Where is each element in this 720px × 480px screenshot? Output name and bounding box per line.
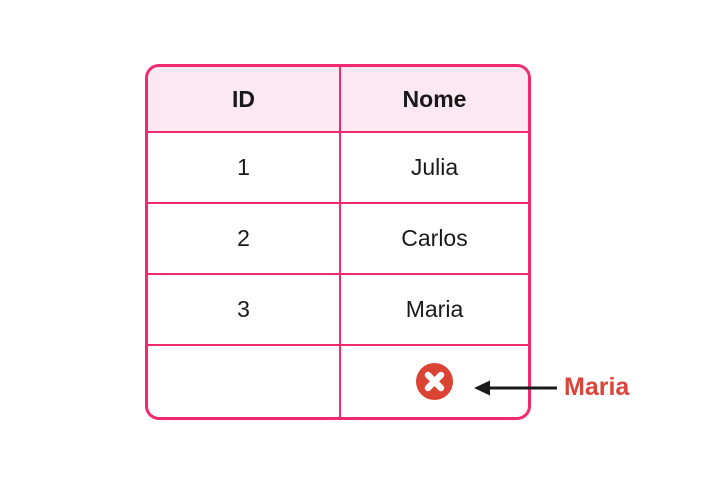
column-header-id: ID (148, 67, 341, 133)
cell-row4-nome (341, 346, 528, 417)
cell-row4-id (148, 346, 341, 417)
cell-row2-nome: Carlos (341, 204, 528, 275)
cell-row3-nome: Maria (341, 275, 528, 346)
cell-row1-nome: Julia (341, 133, 528, 204)
data-table: ID Nome 1 Julia 2 Carlos 3 Maria (145, 64, 531, 420)
circle-x-icon[interactable] (416, 363, 453, 400)
cell-row3-id: 3 (148, 275, 341, 346)
cell-row1-id: 1 (148, 133, 341, 204)
annotation-arrow (474, 380, 557, 396)
annotation-label: Maria (564, 373, 630, 401)
column-header-nome: Nome (341, 67, 528, 133)
cell-row2-id: 2 (148, 204, 341, 275)
